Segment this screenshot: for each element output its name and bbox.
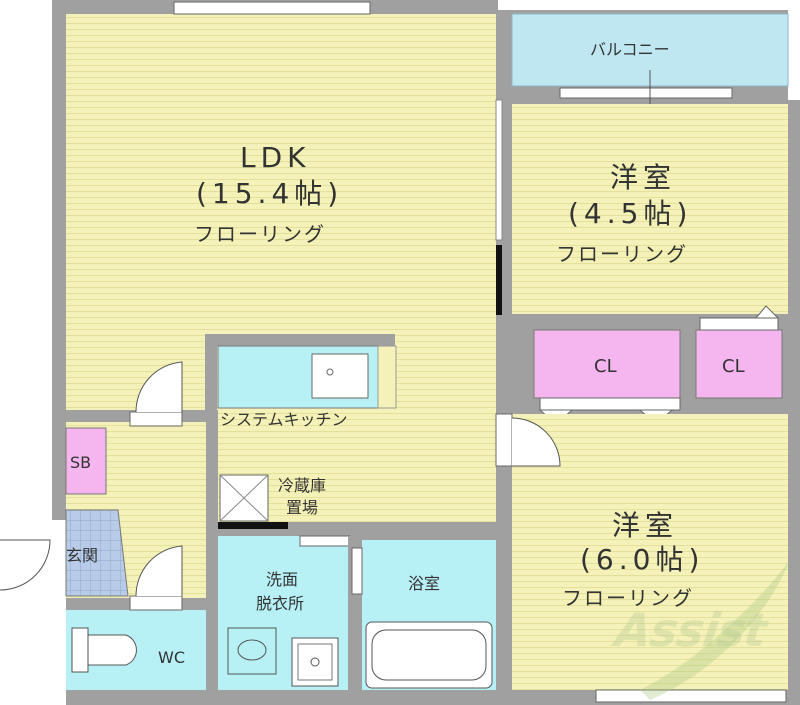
logo-swoosh <box>640 560 790 700</box>
balcony-floor <box>511 13 789 87</box>
western2-name: 洋室 <box>612 509 679 542</box>
closet1 <box>533 329 681 399</box>
toilet-label: WC <box>158 648 185 667</box>
shoe-box <box>65 427 107 495</box>
western1-size: (4.5帖) <box>568 197 693 230</box>
western1-floor <box>512 104 788 314</box>
entrance-label: 玄関 <box>66 546 99 565</box>
western1-floor-label: フローリング <box>556 242 688 266</box>
balcony-label: バルコニー <box>590 40 670 59</box>
western2-floor-label: フローリング <box>562 586 694 610</box>
closet1-label: CL <box>594 356 617 377</box>
western2-size: (6.0帖) <box>580 543 705 576</box>
washroom-label-2: 脱衣所 <box>256 594 305 613</box>
western1-name: 洋室 <box>610 161 677 194</box>
ldk-size: (15.4帖) <box>196 177 344 210</box>
fridge-label-1: 冷蔵庫 <box>278 476 327 495</box>
ldk-floor-label: フローリング <box>194 222 326 246</box>
fridge-label-2: 置場 <box>286 498 319 517</box>
closet2-label: CL <box>722 356 745 377</box>
washroom-label-1: 洗面 <box>266 570 299 589</box>
entrance-floor <box>65 509 129 597</box>
closet2 <box>695 329 783 399</box>
ldk-name: LDK <box>240 141 311 174</box>
logo-text: Assist <box>612 603 770 657</box>
bath-label: 浴室 <box>408 574 441 593</box>
shoe-box-label: SB <box>70 453 92 472</box>
kitchen-label: システムキッチン <box>220 410 348 429</box>
